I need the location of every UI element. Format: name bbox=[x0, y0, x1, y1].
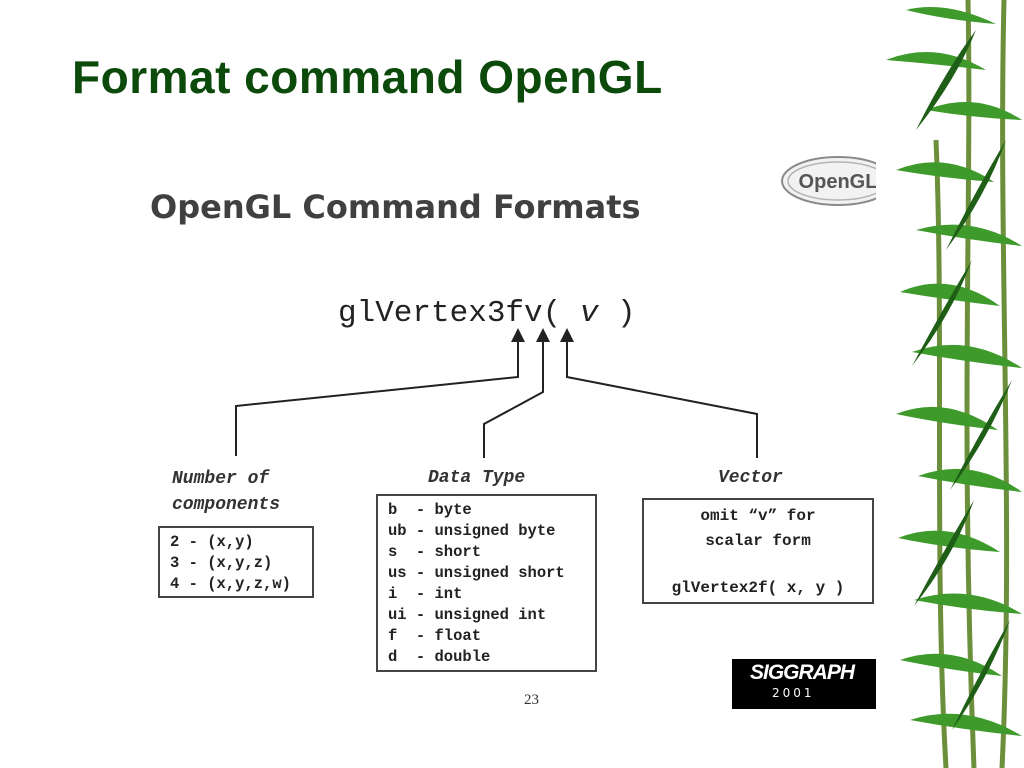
data-type-row: ub - unsigned byte bbox=[388, 522, 556, 540]
command-argument: v bbox=[579, 296, 599, 331]
components-box: 2 - (x,y) 3 - (x,y,z) 4 - (x,y,z,w) bbox=[158, 526, 314, 598]
vector-box: omit “v” for scalar form glVertex2f( x, … bbox=[642, 498, 874, 604]
slide-title: Format command OpenGL bbox=[72, 51, 663, 103]
components-connector bbox=[235, 328, 525, 456]
command-signature: glVertex3fv( v ) bbox=[338, 296, 636, 331]
command-close: ) bbox=[598, 296, 636, 331]
bamboo-decoration bbox=[876, 0, 1024, 768]
data-type-row: us - unsigned short bbox=[388, 564, 565, 582]
data-type-connector bbox=[483, 328, 550, 458]
opengl-logo-text: OpenGL bbox=[799, 171, 878, 193]
data-type-row: f - float bbox=[388, 627, 482, 645]
vector-note-line2: scalar form bbox=[705, 532, 811, 550]
data-type-row: b - byte bbox=[388, 501, 472, 519]
data-type-label: Data Type bbox=[428, 468, 526, 488]
data-type-row: i - int bbox=[388, 585, 463, 603]
siggraph-logo-year: 2001 bbox=[772, 686, 815, 700]
components-row: 2 - (x,y) bbox=[170, 533, 254, 551]
vector-note-line1: omit “v” for bbox=[700, 507, 816, 525]
components-row: 4 - (x,y,z,w) bbox=[170, 575, 291, 593]
page-number: 23 bbox=[524, 692, 539, 708]
data-type-box: b - byte ub - unsigned byte s - short us… bbox=[376, 494, 597, 672]
vector-example: glVertex2f( x, y ) bbox=[671, 579, 845, 597]
vector-connector bbox=[560, 328, 758, 458]
data-type-row: ui - unsigned int bbox=[388, 606, 547, 624]
figure-heading: OpenGL Command Formats bbox=[150, 188, 641, 226]
data-type-row: s - short bbox=[388, 543, 482, 561]
vector-label: Vector bbox=[718, 468, 783, 488]
command-function: glVertex3fv( bbox=[338, 296, 580, 331]
data-type-row: d - double bbox=[388, 648, 491, 666]
components-row: 3 - (x,y,z) bbox=[170, 554, 273, 572]
siggraph-logo: SIGGRAPH 2001 bbox=[732, 659, 890, 709]
components-label: Number of components bbox=[172, 469, 281, 515]
siggraph-logo-text: SIGGRAPH bbox=[750, 661, 855, 684]
